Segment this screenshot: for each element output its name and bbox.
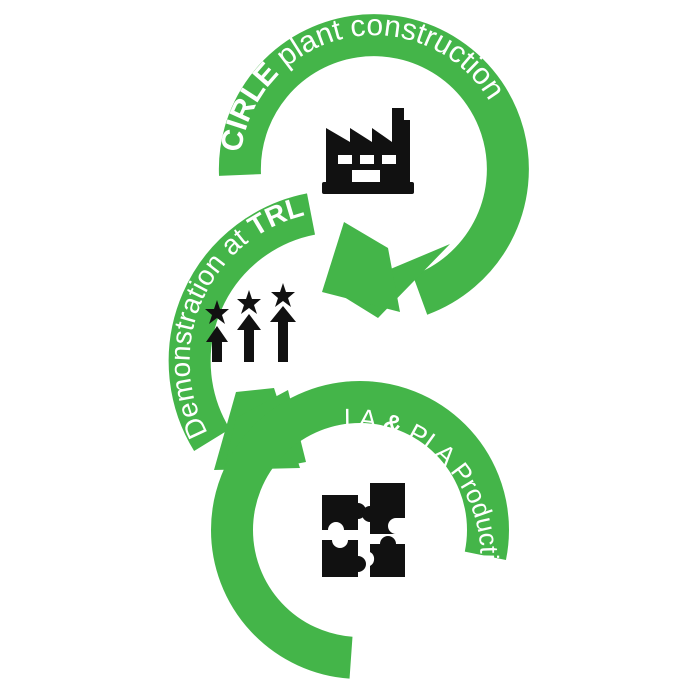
top-arrowhead-tip: [322, 222, 400, 312]
label-la: LA: [344, 403, 386, 436]
top-arc: [218, 14, 529, 315]
puzzle-icon: [322, 483, 405, 577]
bottom-ring: [211, 381, 509, 679]
stage-la-pla-production: LA & PLA Production: [211, 381, 509, 679]
label-la-pla-production: LA & PLA Production: [344, 403, 505, 593]
rising-stars-icon: [205, 283, 296, 362]
middle-arc: [168, 193, 316, 452]
factory-icon: [322, 108, 414, 194]
label-pla-production: PLA Production: [397, 413, 504, 593]
stage-plant-construction: CIRLE plant construction: [215, 9, 529, 318]
